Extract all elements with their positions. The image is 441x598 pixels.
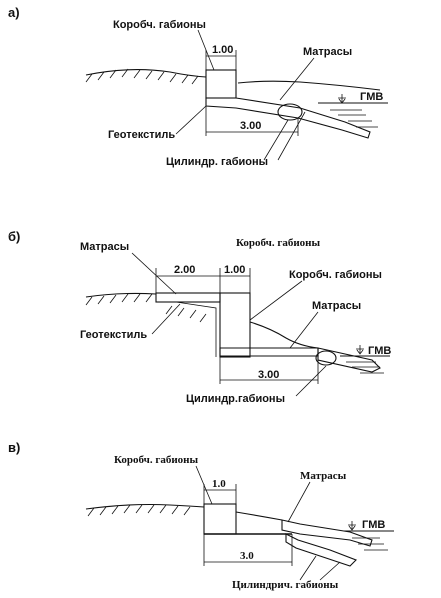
panel-c-water-ripples (352, 537, 388, 551)
panel-a-leader-box (197, 29, 215, 71)
panel-b-dim-base-lines (219, 357, 319, 384)
panel-b-leader-geotextile (151, 303, 181, 335)
panel-a-label-cyl-gabions: Цилиндр. габионы (166, 156, 268, 168)
panel-a-dim-box: 1.00 (212, 44, 233, 56)
panel-c-ground-right (235, 511, 283, 521)
panel-c-water-level-icon (348, 521, 356, 531)
panel-b-dim-mattress: 2.00 (174, 264, 195, 276)
panel-b-ground-right (249, 321, 319, 349)
panel-a-leader-geotextile (175, 105, 207, 135)
panel-b-label-mattresses-low: Матрасы (312, 300, 361, 312)
panel-c-dim-box-lines (203, 484, 237, 504)
panel-b-dim-base: 3.00 (258, 369, 279, 381)
panel-c-box-gabion (203, 503, 237, 535)
panel-b-mattress-slope (317, 347, 381, 373)
panel-a-label-mattresses: Матрасы (303, 46, 352, 58)
panel-c-dim-base-lines (203, 534, 293, 566)
panel-a-water-ripples (330, 109, 378, 128)
panel-b-ground-left (85, 292, 157, 298)
panel-b-label-box-gabions-side: Коробч. габионы (289, 269, 382, 281)
panel-b-leader-mattress-low (289, 311, 319, 349)
panel-b-label-water-level: ГМВ (368, 345, 391, 357)
panel-b-label-geotextile: Геотекстиль (80, 329, 147, 341)
panel-c-label-box-gabions: Коробч. габионы (114, 454, 199, 466)
panel-c-leader-cyl (299, 555, 341, 581)
panel-b-label-cyl-gabions: Цилиндр.габионы (186, 393, 285, 405)
panel-b-label-box-gabions-top: Коробч. габионы (236, 237, 321, 249)
panel-b-letter: б) (8, 229, 20, 244)
panel-a-letter: а) (8, 5, 20, 20)
panel-c-label-mattresses: Матрасы (300, 470, 347, 482)
panel-c: в) 1.0 3.0 Коробч. габионы Матрасы ГМВ Ц… (8, 440, 394, 591)
panel-a: а) 1.00 3.00 Коробч. габионы Матрасы ГМВ… (8, 5, 388, 168)
panel-a-dim-box-lines (205, 50, 237, 70)
panel-a-leader-mattress (279, 57, 315, 101)
panel-b-cylinder-gabion (315, 350, 337, 366)
panel-b-water-level-icon (356, 345, 364, 355)
panel-c-leader-box (195, 465, 213, 505)
panel-a-label-water-level: ГМВ (360, 91, 383, 103)
panel-b: б) 2.00 1.00 3.00 Матрасы Коробч (8, 229, 391, 405)
panel-c-mattress (281, 519, 373, 547)
panel-c-label-water-level: ГМВ (362, 519, 385, 531)
panel-b-excavation (175, 301, 217, 357)
panel-b-leader-mattress-top (131, 252, 177, 295)
panel-a-box-gabion (205, 69, 237, 99)
panel-b-mattress-top (155, 292, 221, 303)
panel-b-water-ripples (346, 361, 384, 374)
panel-c-ground-left (85, 503, 205, 510)
panel-b-ground-hatch (85, 293, 207, 323)
panel-b-leader-cyl (295, 365, 327, 397)
panel-a-dim-base: 3.00 (240, 120, 261, 132)
panel-a-dim-base-lines (205, 106, 299, 136)
panel-b-leader-box-side (249, 280, 303, 321)
panel-a-mattress (205, 97, 371, 139)
panel-c-leader-mattress (287, 481, 311, 523)
panel-a-ground-hatch (85, 68, 199, 85)
panel-c-dim-box: 1.0 (212, 478, 226, 490)
panel-b-label-mattresses-top: Матрасы (80, 241, 129, 253)
panel-c-cylinder-gabions (285, 533, 357, 567)
panel-a-label-box-gabions: Коробч. габионы (113, 19, 206, 31)
panel-a-cylinder-gabion (277, 103, 303, 121)
panel-c-label-cyl-gabions: Цилиндрич. габионы (232, 579, 339, 591)
panel-a-leader-cyl (263, 111, 306, 161)
panel-c-dim-base: 3.0 (240, 550, 254, 562)
panel-a-ground-right (237, 80, 381, 91)
panel-a-label-geotextile: Геотекстиль (108, 129, 175, 141)
panel-c-ground-hatch (87, 504, 191, 517)
panel-a-ground-left (85, 69, 207, 78)
panel-b-dim-box: 1.00 (224, 264, 245, 276)
panel-a-water-level-icon (338, 94, 346, 104)
panel-b-mattress-low (219, 347, 319, 357)
panel-c-letter: в) (8, 440, 20, 455)
panel-b-dim-top-lines (155, 268, 251, 293)
panel-b-box-gabion-column (219, 292, 251, 358)
